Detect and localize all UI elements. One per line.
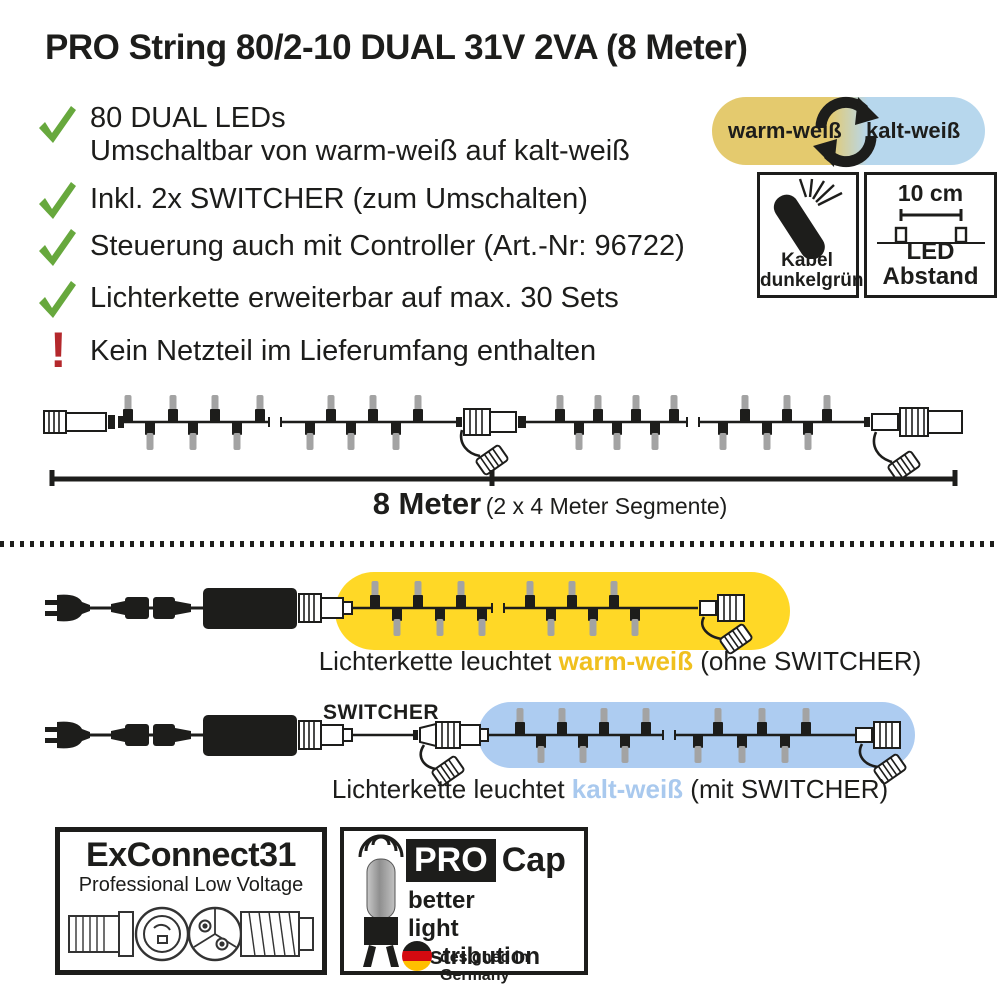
feature-line: 80 DUAL LEDs <box>90 102 286 134</box>
exconnect-subtitle: Professional Low Voltage <box>78 874 304 896</box>
cable-label: Kabel dunkelgrün <box>760 250 864 292</box>
feature-item: Steuerung auch mit Controller (Art.-Nr: … <box>90 230 685 262</box>
led-spacing-box: 10 cm LED Abstand <box>864 172 997 298</box>
check-icon <box>39 182 76 219</box>
power-adapter <box>43 586 354 631</box>
feature-item: 80 DUAL LEDs Umschaltbar von warm-weiß a… <box>90 102 630 168</box>
exclamation-icon: ! <box>50 322 67 378</box>
german-flag-icon <box>402 941 432 971</box>
mid-connector <box>456 408 526 477</box>
length-value: 8 Meter <box>372 486 482 521</box>
exconnect-badge: ExConnect31 Professional Low Voltage <box>55 827 327 975</box>
string-wire <box>352 603 698 613</box>
cable-icon <box>773 178 843 259</box>
feature-line: Umschaltbar von warm-weiß auf kalt-weiß <box>90 135 630 167</box>
spacing-label: LED Abstand <box>882 237 979 290</box>
exconnect-title: ExConnect31 <box>86 836 296 874</box>
feature-item: Lichterkette erweiterbar auf max. 30 Set… <box>90 282 619 314</box>
check-icon <box>39 281 76 318</box>
length-note: (2 x 4 Meter Segmente) <box>485 493 728 519</box>
spacing-measure-icon <box>877 209 985 244</box>
spacing-distance: 10 cm <box>897 180 964 206</box>
switcher-label: SWITCHER <box>323 701 439 724</box>
feature-check-4 <box>36 279 78 319</box>
cold-white-label: kalt-weiß <box>866 118 961 143</box>
check-icon <box>39 229 76 266</box>
warm-mode-word: warm-weiß <box>558 646 694 676</box>
cap-word: Cap <box>501 841 566 879</box>
warm-highlight-pill <box>335 572 790 650</box>
cycle-arrows-icon <box>813 96 879 168</box>
color-switch-badge <box>712 97 985 165</box>
string-end-connector <box>864 407 963 483</box>
cold-mode-word: kalt-weiß <box>571 774 684 804</box>
cable-info-box: Kabel dunkelgrün <box>757 172 864 298</box>
page-title: PRO String 80/2-10 DUAL 31V 2VA (8 Meter… <box>45 28 748 67</box>
string-wire <box>124 417 864 427</box>
feature-check-3 <box>36 227 78 267</box>
power-setup-cold-diagram <box>43 702 915 788</box>
string-wire <box>488 730 855 740</box>
string-end-connector <box>699 594 754 656</box>
power-adapter <box>43 713 354 758</box>
feature-item: Inkl. 2x SWITCHER (zum Umschalten) <box>90 183 588 215</box>
warm-mode-caption: Lichterkette leuchtet warm-weiß (ohne SW… <box>318 646 922 676</box>
light-string-illustration <box>43 395 963 486</box>
check-icon <box>39 106 76 143</box>
procap-line1: better <box>408 887 475 914</box>
string-end-connector <box>43 410 124 434</box>
length-label: 8 Meter (2 x 4 Meter Segmente) <box>100 486 1000 522</box>
cold-mode-caption: Lichterkette leuchtet kalt-weiß (mit SWI… <box>331 774 889 804</box>
connector-pair-icon <box>68 906 314 962</box>
procap-note: designed in Germany <box>440 949 529 984</box>
power-setup-warm-diagram <box>43 572 790 656</box>
feature-item: Kein Netzteil im Lieferumfang enthalten <box>90 335 597 367</box>
feature-check-2 <box>36 180 78 220</box>
string-end-connector <box>855 721 908 786</box>
pro-word: PRO <box>406 839 496 882</box>
led-bulb-icon <box>358 834 404 967</box>
dotted-divider <box>0 541 1000 547</box>
length-measure-line <box>49 470 958 486</box>
switcher-connector <box>413 721 489 788</box>
feature-check-1 <box>36 104 78 144</box>
